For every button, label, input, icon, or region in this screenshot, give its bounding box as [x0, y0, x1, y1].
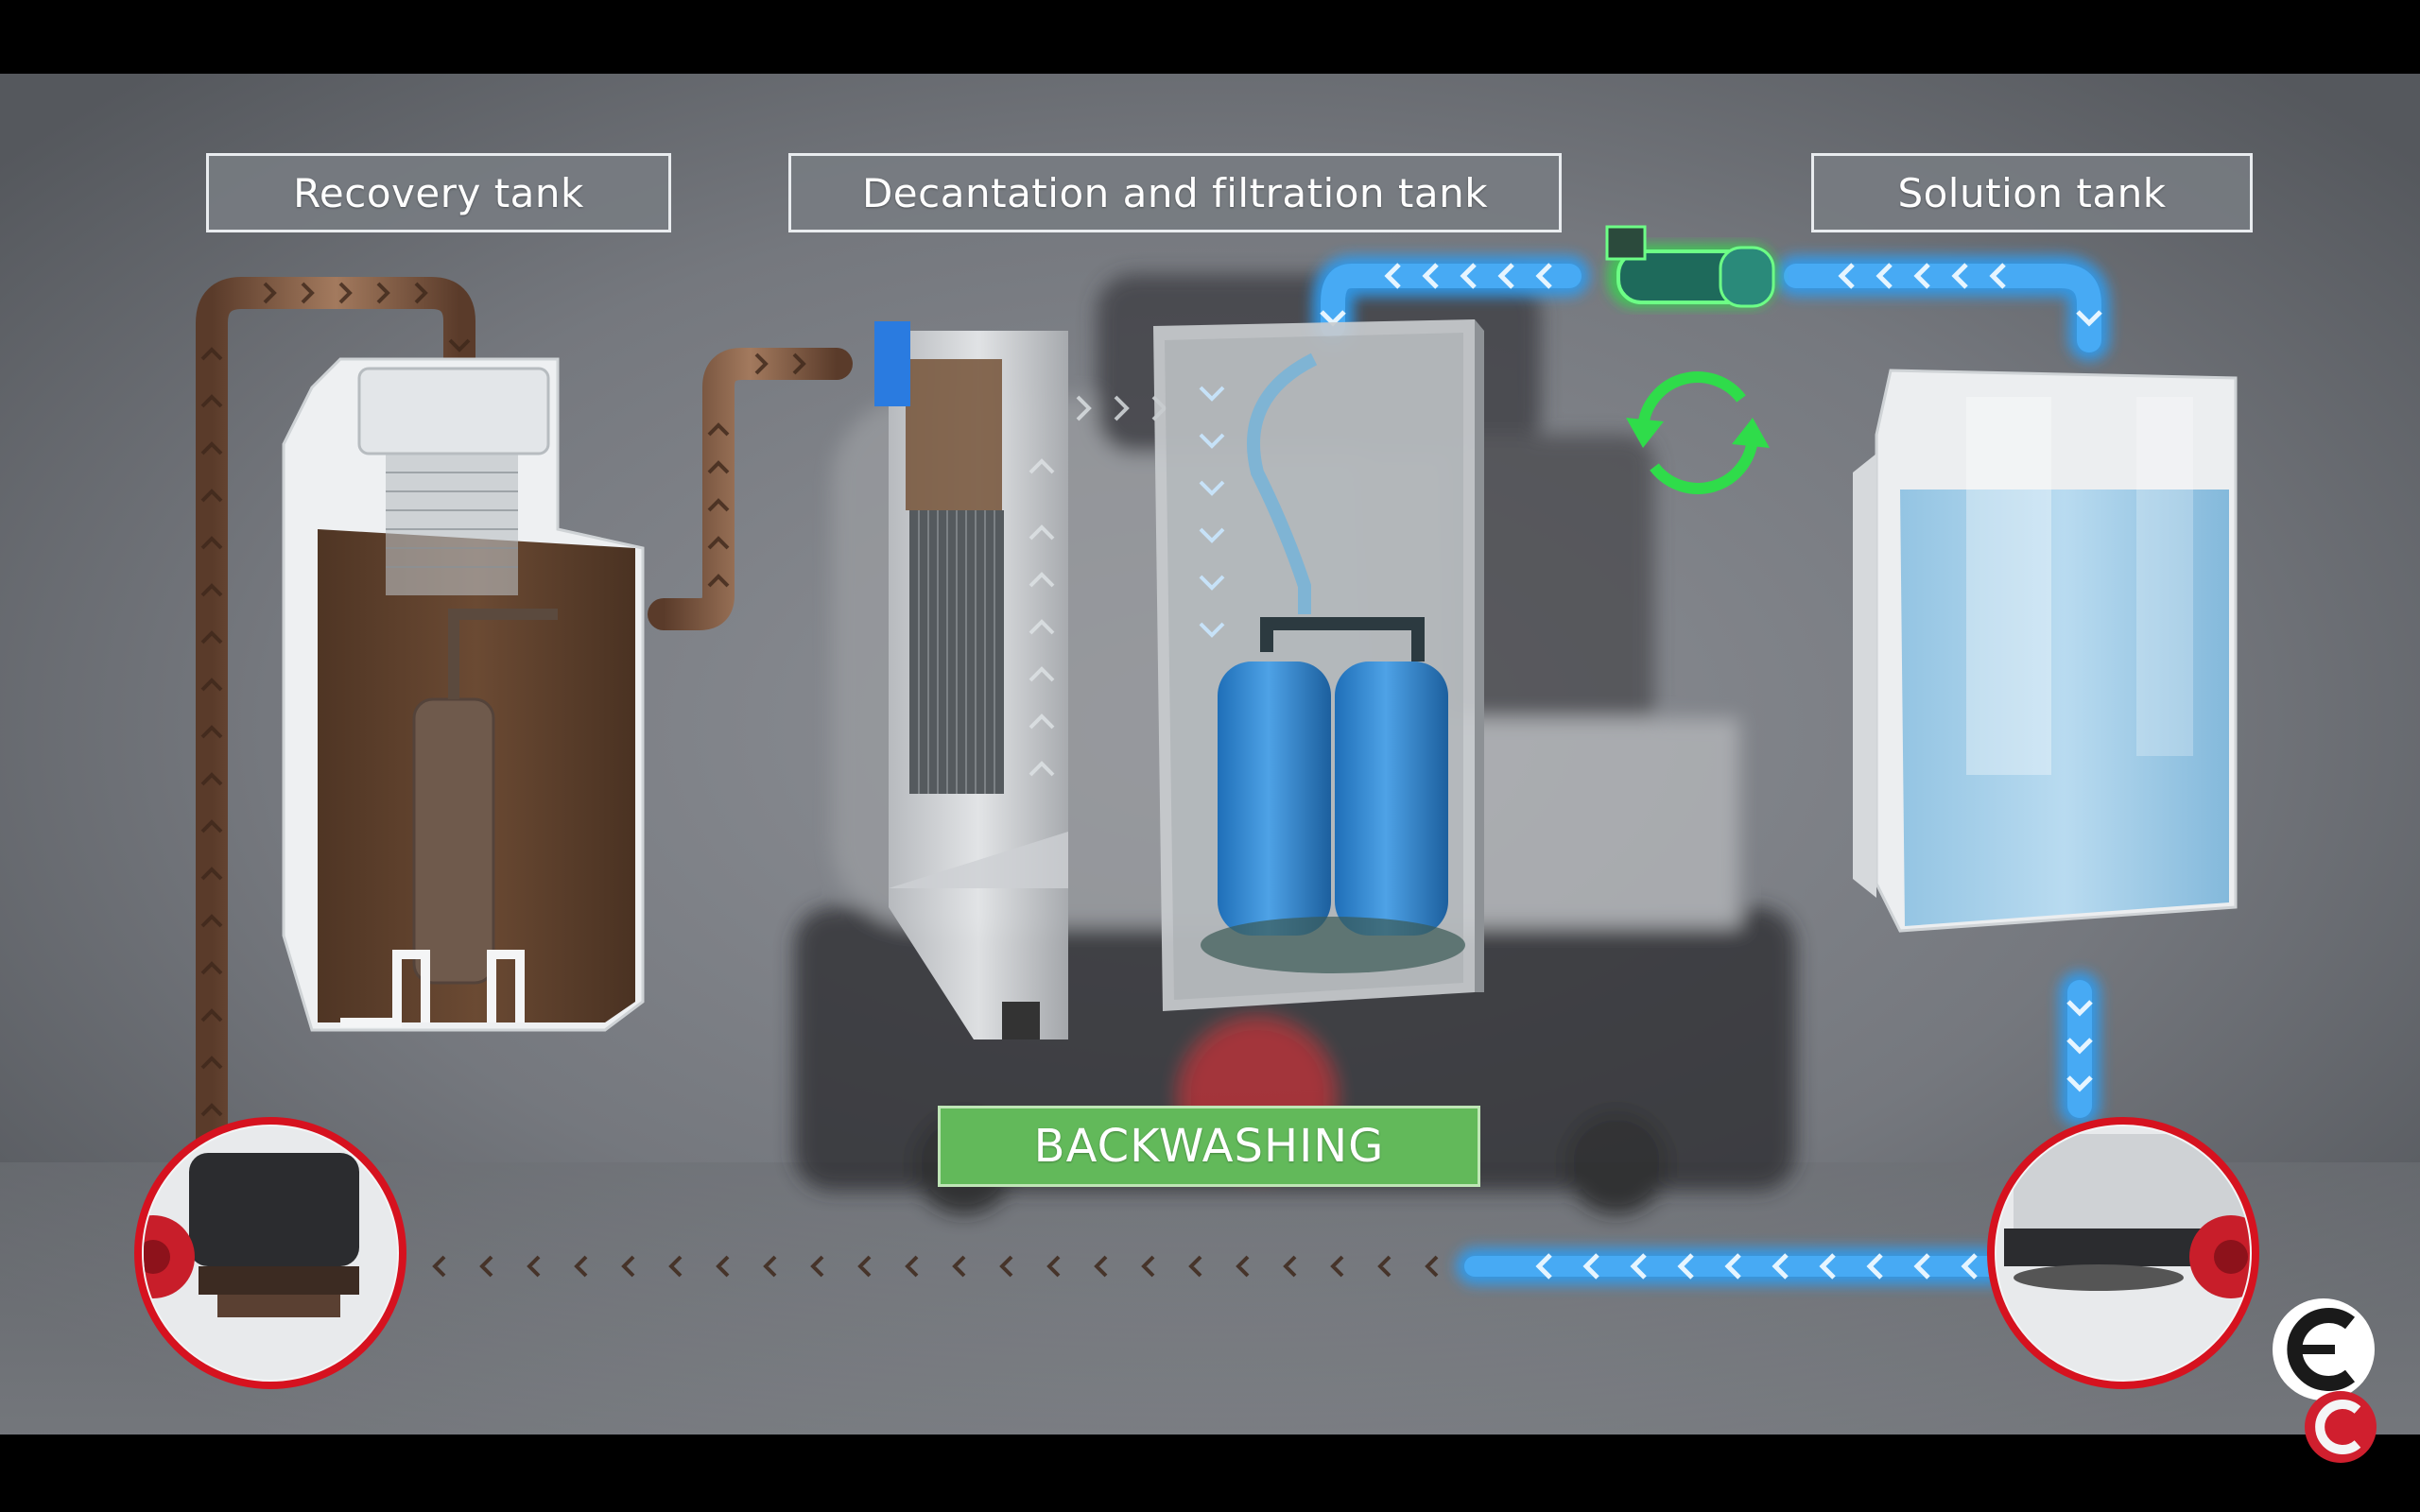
clean-water-pipes: [1312, 255, 2110, 1285]
brand-logo-icon: [2273, 1298, 2377, 1463]
solution-tank-label: Solution tank: [1811, 153, 2253, 232]
bottom-pipe-chevrons: [432, 1255, 1439, 1278]
recovery-tank: [282, 357, 645, 1032]
solution-brush-callout: [1987, 1117, 2259, 1389]
refresh-cycle-icon: [1626, 371, 1770, 494]
backwashing-banner: BACKWASHING: [938, 1106, 1480, 1187]
pump-icon: [1605, 225, 1777, 308]
solution-tank: [1853, 369, 2238, 933]
decantation-tank-label: Decantation and filtration tank: [788, 153, 1562, 232]
recovery-squeegee-callout: [134, 1117, 406, 1389]
decantation-tank: [874, 321, 1167, 1040]
filtration-tank: [1153, 319, 1484, 1011]
recovery-tank-label: Recovery tank: [206, 153, 671, 232]
